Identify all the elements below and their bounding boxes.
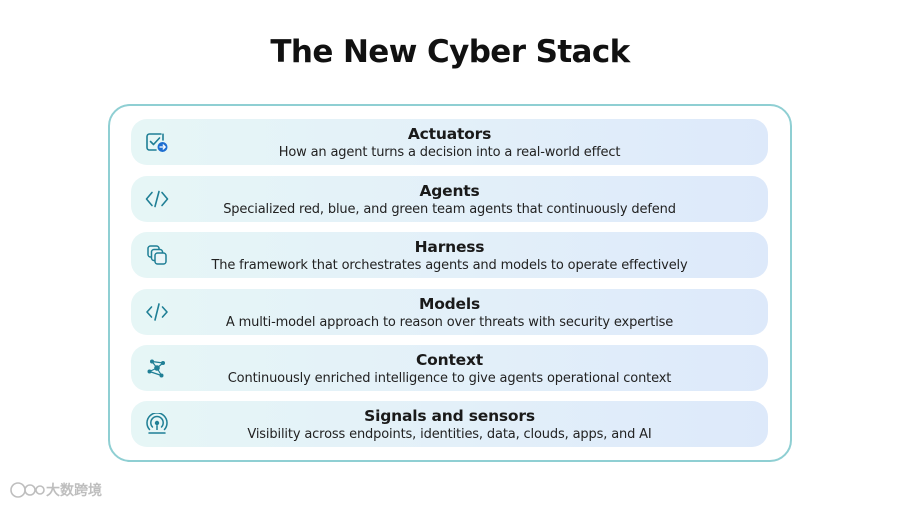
layer-models: Models A multi-model approach to reason … xyxy=(131,289,768,335)
checkbox-arrow-icon xyxy=(144,131,170,153)
page-title: The New Cyber Stack xyxy=(270,34,630,70)
layer-title: Signals and sensors xyxy=(364,407,535,425)
layer-signals-and-sensors: Signals and sensors Visibility across en… xyxy=(131,401,768,447)
code-icon xyxy=(144,301,170,323)
layer-description: The framework that orchestrates agents a… xyxy=(211,258,688,273)
layer-description: Visibility across endpoints, identities,… xyxy=(247,427,652,442)
layer-title: Models xyxy=(418,295,481,313)
code-brackets-icon xyxy=(144,188,170,210)
svg-text:大数跨境: 大数跨境 xyxy=(46,482,102,499)
layer-context: Context Continuously enriched intelligen… xyxy=(131,345,768,391)
layer-description: Continuously enriched intelligence to gi… xyxy=(227,371,672,386)
radar-signal-icon xyxy=(144,413,170,435)
network-icon xyxy=(144,357,170,379)
stacked-layers-icon xyxy=(144,244,170,266)
watermark-logo: 大数跨境 xyxy=(8,480,128,500)
layer-description: A multi-model approach to reason over th… xyxy=(225,315,674,330)
layer-title: Context xyxy=(416,351,483,369)
layer-title: Actuators xyxy=(407,125,492,143)
layer-harness: Harness The framework that orchestrates … xyxy=(131,232,768,278)
layer-agents: Agents Specialized red, blue, and green … xyxy=(131,176,768,222)
layer-title: Harness xyxy=(414,238,485,256)
layer-actuators: Actuators How an agent turns a decision … xyxy=(131,119,768,165)
layer-title: Agents xyxy=(419,182,480,200)
layer-description: How an agent turns a decision into a rea… xyxy=(278,145,621,160)
layer-description: Specialized red, blue, and green team ag… xyxy=(223,202,676,217)
